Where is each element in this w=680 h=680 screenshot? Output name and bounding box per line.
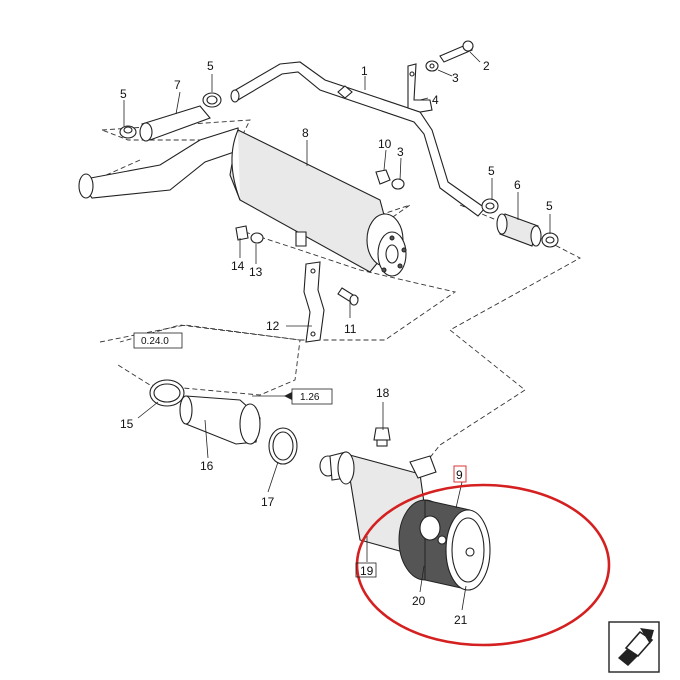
- part-labels: 1 2 3 3 4 5 5 5 5 6 7 8 9 10 11 12 13 14…: [120, 59, 553, 627]
- label-5-d: 5: [546, 199, 553, 213]
- hose-7[interactable]: [139, 105, 211, 142]
- label-15: 15: [120, 417, 134, 431]
- reference-a-text: 0.24.0: [141, 336, 169, 347]
- reference-box-b[interactable]: 1.26: [284, 388, 333, 405]
- next-page-arrow-icon[interactable]: [608, 621, 660, 673]
- highlight-ring: [355, 483, 611, 647]
- label-13: 13: [249, 265, 263, 279]
- label-3-mid: 3: [397, 145, 404, 159]
- label-20: 20: [412, 594, 426, 608]
- label-19-box: [355, 562, 377, 578]
- clamp-17[interactable]: [268, 427, 298, 465]
- valve-18[interactable]: [373, 427, 391, 447]
- leader-lines: [123, 51, 551, 611]
- sleeve-6[interactable]: [496, 213, 542, 247]
- label-2: 2: [483, 59, 490, 73]
- hose-16[interactable]: [179, 395, 261, 445]
- clamp-left-b[interactable]: [202, 92, 222, 108]
- label-16: 16: [200, 459, 214, 473]
- label-21: 21: [454, 613, 468, 627]
- label-4: 4: [432, 93, 439, 107]
- tail-pipe[interactable]: [230, 61, 486, 217]
- label-3-top: 3: [452, 71, 459, 85]
- label-11: 11: [344, 322, 357, 336]
- label-10: 10: [378, 137, 392, 151]
- washer-13[interactable]: [250, 232, 264, 244]
- label-12: 12: [266, 319, 280, 333]
- hanger-12[interactable]: [303, 261, 325, 343]
- label-9: 9: [456, 468, 463, 482]
- label-5-b: 5: [207, 59, 214, 73]
- label-5-c: 5: [488, 164, 495, 178]
- label-18: 18: [376, 386, 390, 400]
- washer-top[interactable]: [425, 60, 439, 72]
- label-5-a: 5: [120, 87, 127, 101]
- label-14: 14: [231, 259, 245, 273]
- reference-b-text: 1.26: [300, 392, 320, 403]
- bolt-top[interactable]: [439, 40, 474, 63]
- label-8: 8: [302, 126, 309, 140]
- label-6: 6: [514, 178, 521, 192]
- washer-3[interactable]: [391, 178, 405, 190]
- label-7: 7: [174, 78, 181, 92]
- bolt-11[interactable]: [337, 287, 359, 306]
- label-1: 1: [361, 64, 368, 78]
- nut-14[interactable]: [235, 225, 249, 241]
- label-9-box: [453, 465, 467, 483]
- clamp-15[interactable]: [149, 379, 185, 407]
- muffler[interactable]: [78, 127, 407, 277]
- nut-10[interactable]: [375, 169, 391, 185]
- reference-box-a[interactable]: 0.24.0: [133, 332, 183, 349]
- clamp-right-a[interactable]: [481, 198, 499, 214]
- clamp-right-b[interactable]: [541, 232, 559, 248]
- label-19: 19: [360, 564, 374, 578]
- pipe-bracket[interactable]: [407, 63, 433, 113]
- clamp-left-a[interactable]: [119, 125, 137, 139]
- label-17: 17: [261, 495, 275, 509]
- filter-cover[interactable]: [445, 509, 491, 591]
